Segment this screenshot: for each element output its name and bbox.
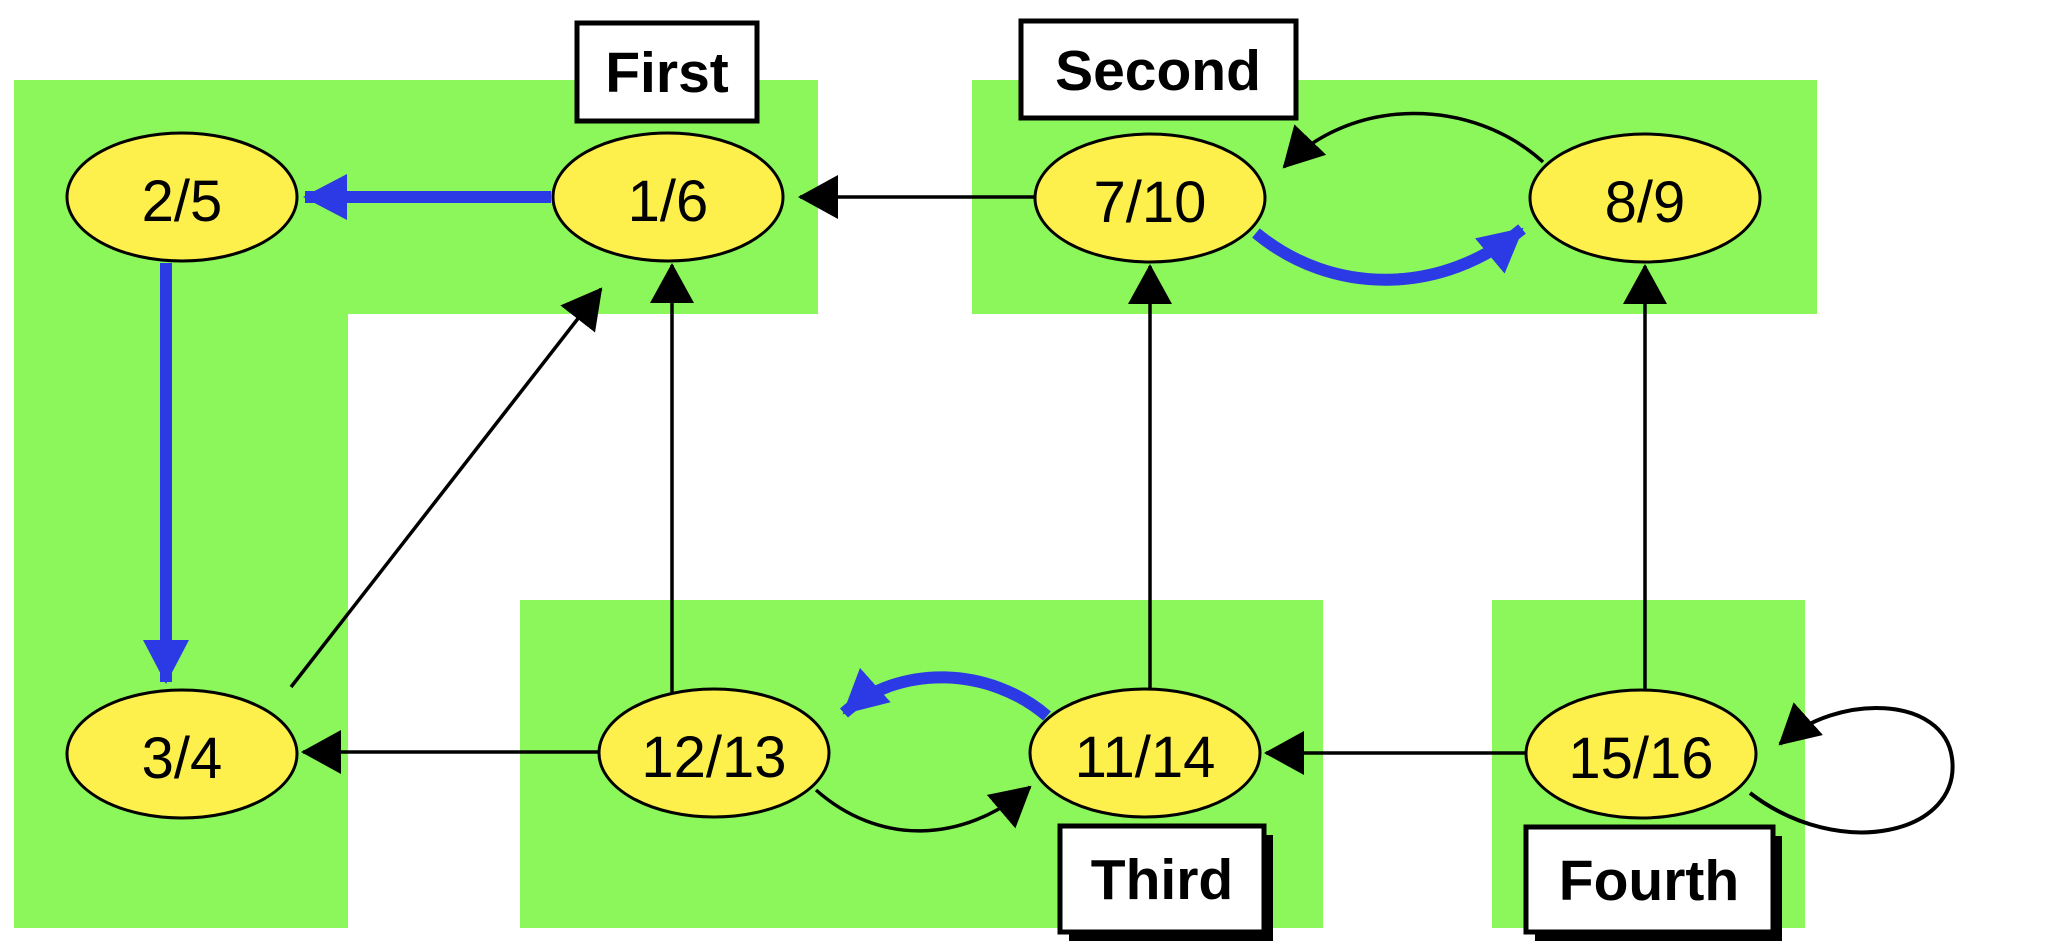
edge-1213-to-1114-arc — [814, 785, 1032, 833]
region-label-second-box — [1018, 18, 1299, 121]
region-label-third-text: Third — [1091, 848, 1233, 912]
node-11-14: 11/14 — [1028, 687, 1262, 819]
node-3-4: 3/4 — [65, 688, 299, 820]
edge-1114-to-1213-blue-arc — [840, 667, 1051, 721]
node-3-4-ellipse — [65, 688, 299, 820]
node-8-9-ellipse — [1528, 132, 1762, 264]
node-2-5: 2/5 — [65, 131, 299, 263]
node-7-10: 7/10 — [1033, 132, 1267, 264]
region-label-second-text: Second — [1055, 39, 1261, 103]
node-11-14-label: 11/14 — [1075, 725, 1216, 790]
node-7-10-label: 7/10 — [1094, 170, 1207, 235]
node-2-5-label: 2/5 — [142, 169, 223, 234]
region-label-first-box — [574, 20, 760, 124]
region-label-fourth-text: Fourth — [1559, 849, 1739, 913]
edge-1516-self-loop — [1748, 702, 1955, 835]
node-12-13-label: 12/13 — [641, 725, 786, 790]
node-1-6: 1/6 — [551, 131, 785, 263]
region-label-third-box — [1057, 823, 1267, 935]
node-7-10-ellipse — [1033, 132, 1267, 264]
region-label-third: Third — [1057, 823, 1273, 941]
node-1-6-label: 1/6 — [628, 169, 709, 234]
region-label-second: Second — [1018, 18, 1299, 121]
region-label-fourth: Fourth — [1523, 824, 1782, 941]
node-3-4-label: 3/4 — [142, 726, 223, 791]
edge-89-to-710-arc — [1282, 111, 1545, 169]
node-8-9: 8/9 — [1528, 132, 1762, 264]
region-label-first: First — [574, 20, 760, 124]
region-label-fourth-box — [1523, 824, 1776, 935]
edge-34-to-16 — [289, 287, 603, 689]
node-15-16-ellipse — [1524, 688, 1758, 820]
node-12-13: 12/13 — [597, 687, 831, 819]
node-15-16: 15/16 — [1524, 688, 1758, 820]
node-11-14-ellipse — [1028, 687, 1262, 819]
node-1-6-ellipse — [551, 131, 785, 263]
node-2-5-ellipse — [65, 131, 299, 263]
node-15-16-label: 15/16 — [1568, 726, 1713, 791]
node-12-13-ellipse — [597, 687, 831, 819]
edge-710-to-89-blue-arc — [1252, 224, 1526, 286]
region-label-first-text: First — [605, 41, 729, 105]
node-8-9-label: 8/9 — [1605, 170, 1686, 235]
